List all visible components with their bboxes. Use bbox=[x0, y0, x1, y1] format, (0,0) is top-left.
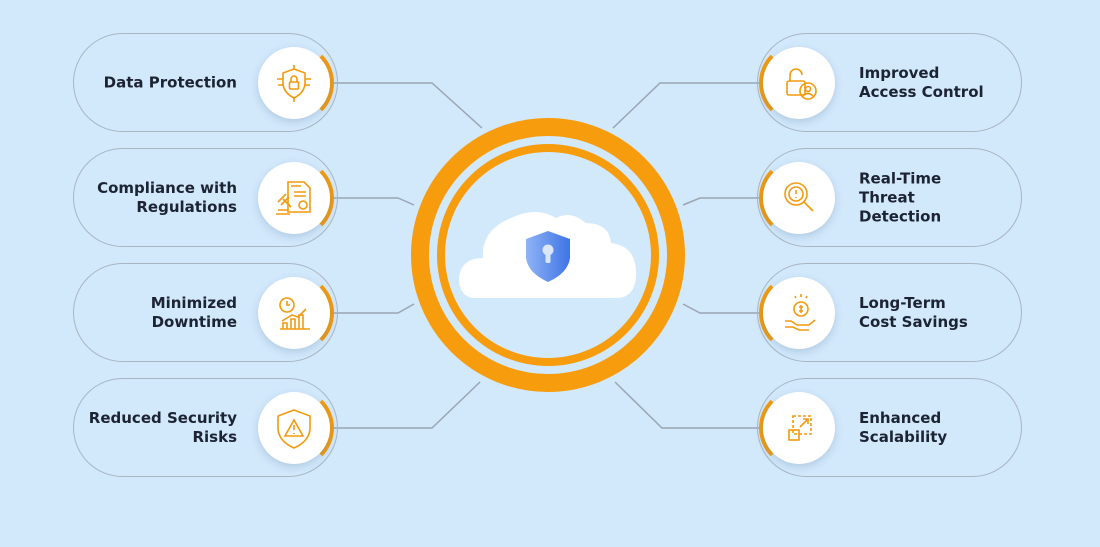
benefit-label: Improved Access Control bbox=[859, 63, 984, 101]
benefit-label: Compliance with Regulations bbox=[97, 178, 237, 216]
accent-arc bbox=[759, 387, 839, 468]
cloud-shield-keyhole-icon bbox=[459, 212, 636, 298]
benefit-label: Long-Term Cost Savings bbox=[859, 293, 968, 331]
scale-arrow-icon bbox=[763, 391, 835, 464]
benefit-card-reduced-risks: Reduced Security Risks bbox=[73, 378, 338, 477]
accent-arc bbox=[759, 42, 839, 123]
benefit-card-access-control: Improved Access Control bbox=[757, 33, 1022, 132]
hand-coin-icon bbox=[763, 276, 835, 349]
benefit-card-compliance: Compliance with Regulations bbox=[73, 148, 338, 247]
benefit-card-minimized-downtime: Minimized Downtime bbox=[73, 263, 338, 362]
accent-arc bbox=[254, 272, 334, 353]
benefit-label: Reduced Security Risks bbox=[88, 408, 237, 446]
benefit-card-data-protection: Data Protection bbox=[73, 33, 338, 132]
clock-chart-icon bbox=[258, 276, 330, 349]
benefit-card-cost-savings: Long-Term Cost Savings bbox=[757, 263, 1022, 362]
accent-arc bbox=[254, 157, 334, 238]
warning-shield-icon bbox=[258, 391, 330, 464]
accent-arc bbox=[254, 387, 334, 468]
unlock-user-icon bbox=[763, 46, 835, 119]
benefit-label: Data Protection bbox=[103, 73, 237, 91]
gavel-document-icon bbox=[258, 161, 330, 234]
accent-arc bbox=[254, 42, 334, 123]
benefit-label: Minimized Downtime bbox=[150, 293, 237, 331]
shield-lock-circuit-icon bbox=[258, 46, 330, 119]
benefit-card-scalability: Enhanced Scalability bbox=[757, 378, 1022, 477]
benefit-card-threat-detection: Real-Time Threat Detection bbox=[757, 148, 1022, 247]
magnifier-alert-icon bbox=[763, 161, 835, 234]
accent-arc bbox=[759, 272, 839, 353]
accent-arc bbox=[759, 157, 839, 238]
benefit-label: Real-Time Threat Detection bbox=[859, 169, 942, 225]
benefit-label: Enhanced Scalability bbox=[859, 408, 948, 446]
central-cloud-security-hub bbox=[411, 118, 686, 397]
